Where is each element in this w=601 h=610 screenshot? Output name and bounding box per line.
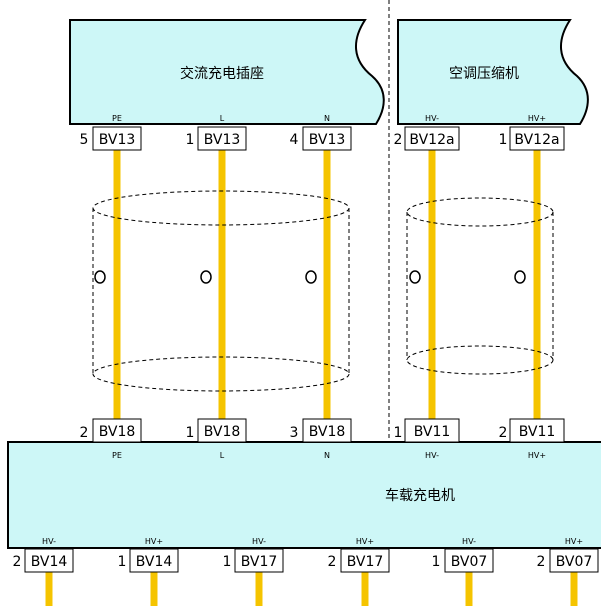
charger-bottom-pin-label: HV+ (145, 537, 163, 546)
compressor-title: 空调压缩机 (449, 66, 519, 82)
charger-top-pin-label: N (324, 451, 330, 460)
ac-pin-l-label: L (220, 114, 225, 123)
charger-shape (7, 441, 601, 549)
connector-label: BV12a (409, 132, 454, 148)
connector-box (340, 548, 390, 573)
ac-pin-pe-label: PE (112, 114, 122, 123)
pin-number: 5 (80, 132, 89, 148)
top-connectors: 5 BV13 1 BV13 4 BV13 2 BV12a 1 BV12a (80, 126, 565, 151)
connector-label: BV07 (556, 554, 593, 570)
pin-number: 4 (290, 132, 299, 148)
connector-label: BV07 (451, 554, 488, 570)
charger-top-pin-label: PE (112, 451, 122, 460)
charger-bottom-pin-label: HV- (462, 537, 476, 546)
connector-box (197, 126, 247, 151)
wire-marker-circle (305, 270, 317, 284)
shield-right (406, 197, 554, 375)
pin-number: 1 (186, 425, 195, 441)
pin-number: 2 (394, 132, 403, 148)
connector-box (302, 418, 352, 443)
pin-number: 1 (499, 132, 508, 148)
ac-socket-box: 交流充电插座 PE L N (69, 19, 385, 125)
connector-label: BV17 (241, 554, 278, 570)
connector-box (509, 418, 565, 443)
wire-marker-circle (94, 270, 106, 284)
wire-marker-circle (409, 270, 421, 284)
wire-marker-circle (514, 270, 526, 284)
charger-top-pin-label: HV+ (528, 451, 546, 460)
pin-number: 2 (13, 554, 22, 570)
connector-box (404, 126, 460, 151)
pin-number: 1 (186, 132, 195, 148)
pin-number: 3 (290, 425, 299, 441)
connector-label: BV18 (309, 424, 346, 440)
wires (45, 150, 578, 606)
compressor-box: 空调压缩机 HV- HV+ (397, 19, 589, 125)
pin-number: 2 (499, 425, 508, 441)
connector-box (302, 126, 352, 151)
connector-label: BV17 (347, 554, 384, 570)
charger-bottom-pin-label: HV+ (565, 537, 583, 546)
connector-box (404, 418, 460, 443)
ac-socket-shape (69, 19, 385, 125)
charger-bottom-pin-label: HV- (42, 537, 56, 546)
ac-socket-title: 交流充电插座 (180, 65, 264, 82)
charger-box: 车载充电机 PE L N HV- HV+ HV- HV+ HV- HV+ HV-… (7, 441, 601, 549)
connector-label: BV13 (99, 132, 136, 148)
charger-title: 车载充电机 (385, 487, 455, 504)
charger-top-pin-label: L (220, 451, 225, 460)
connector-label: BV11 (414, 424, 451, 440)
wire-marker-circle (200, 270, 212, 284)
shield-left (92, 190, 350, 392)
wire-markers (94, 270, 526, 284)
connector-box (92, 126, 142, 151)
charger-top-connectors: 2 BV18 1 BV18 3 BV18 1 BV11 2 BV11 (80, 418, 565, 443)
pin-number: 1 (394, 425, 403, 441)
pin-number: 1 (223, 554, 232, 570)
pin-number: 2 (537, 554, 546, 570)
shield-left-bottom (92, 356, 350, 392)
charger-top-pin-label: HV- (425, 451, 439, 460)
pin-number: 2 (328, 554, 337, 570)
ac-pin-n-label: N (324, 114, 330, 123)
connector-box (197, 418, 247, 443)
charger-bottom-pin-label: HV- (252, 537, 266, 546)
connector-label: BV13 (204, 132, 241, 148)
pin-number: 1 (432, 554, 441, 570)
connector-box (509, 126, 565, 151)
connector-label: BV18 (99, 424, 136, 440)
charger-bottom-connectors: 2 BV14 1 BV14 1 BV17 2 BV17 1 BV07 2 BV0… (13, 548, 599, 573)
compressor-pin-hv-plus-label: HV+ (528, 114, 546, 123)
compressor-pin-hv-minus-label: HV- (425, 114, 439, 123)
pin-number: 2 (80, 425, 89, 441)
compressor-shape (397, 19, 589, 125)
connector-box (24, 548, 74, 573)
connector-label: BV12a (514, 132, 559, 148)
connector-box (129, 548, 179, 573)
connector-label: BV13 (309, 132, 346, 148)
connector-label: BV14 (31, 554, 68, 570)
charger-bottom-pin-label: HV+ (356, 537, 374, 546)
connector-label: BV14 (136, 554, 173, 570)
connector-label: BV11 (519, 424, 556, 440)
connector-label: BV18 (204, 424, 241, 440)
pin-number: 1 (118, 554, 127, 570)
connector-box (444, 548, 494, 573)
connector-box (234, 548, 284, 573)
connector-box (92, 418, 142, 443)
connector-box (549, 548, 599, 573)
